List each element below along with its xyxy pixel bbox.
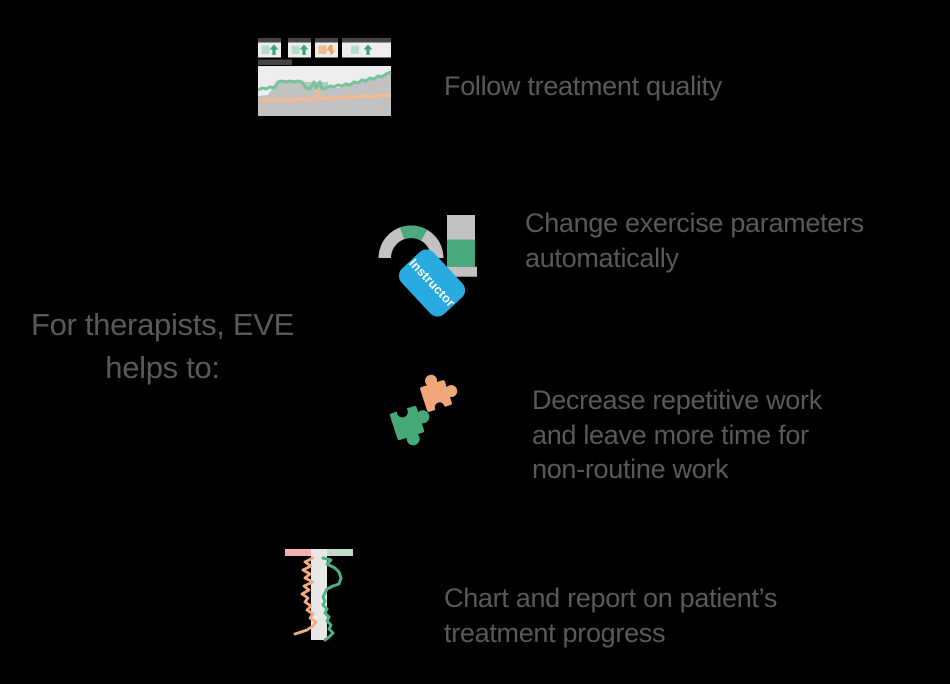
level-bar-top bbox=[447, 215, 475, 240]
benefit-line: automatically bbox=[525, 242, 679, 273]
gauge-arc-gray bbox=[378, 225, 444, 258]
benefit-text-follow-quality: Follow treatment quality bbox=[444, 69, 722, 104]
puzzle-pieces-icon bbox=[389, 374, 458, 446]
progress-chart-icon bbox=[285, 549, 353, 642]
benefit-line: Chart and report on patient’s bbox=[444, 583, 778, 613]
puzzle-piece-orange bbox=[420, 374, 458, 413]
level-bar-base bbox=[443, 266, 477, 277]
progress-bar-green bbox=[327, 549, 353, 556]
benefit-line: Change exercise parameters bbox=[525, 208, 864, 238]
benefit-text-change-parameters: Change exercise parameters automatically bbox=[525, 206, 864, 275]
chart-green-line bbox=[258, 70, 392, 92]
page-title: For therapists, EVE helps to: bbox=[10, 303, 315, 389]
treatment-quality-dashboard-icon bbox=[258, 38, 392, 116]
kpi-card-2 bbox=[288, 38, 311, 58]
page-title-line2: helps to: bbox=[105, 350, 220, 385]
benefit-line: and leave more time for bbox=[532, 419, 809, 450]
gauge-arc-green bbox=[399, 225, 428, 241]
puzzle-piece-green bbox=[389, 405, 430, 446]
kpi-card-3 bbox=[315, 38, 338, 58]
benefit-line: non-routine work bbox=[532, 454, 729, 484]
chart-label-bar bbox=[258, 59, 292, 65]
benefit-line: Follow treatment quality bbox=[444, 71, 722, 101]
chart-orange-line bbox=[258, 89, 392, 103]
kpi-card-1 bbox=[258, 38, 281, 58]
kpi-card-4 bbox=[342, 38, 391, 58]
gauge-instructor-icon: Instructor bbox=[375, 210, 480, 325]
benefit-text-decrease-repetitive: Decrease repetitive work and leave more … bbox=[532, 383, 822, 487]
benefit-text-chart-report: Chart and report on patient’s treatment … bbox=[444, 581, 777, 650]
level-bar-green bbox=[447, 239, 475, 267]
progress-bar-pink bbox=[285, 549, 311, 556]
benefit-line: treatment progress bbox=[444, 617, 666, 648]
progress-green-line bbox=[321, 556, 343, 642]
progress-orange-line bbox=[293, 556, 318, 636]
progress-band bbox=[311, 549, 327, 640]
benefit-line: Decrease repetitive work bbox=[532, 385, 822, 415]
page-title-line1: For therapists, EVE bbox=[30, 307, 295, 342]
